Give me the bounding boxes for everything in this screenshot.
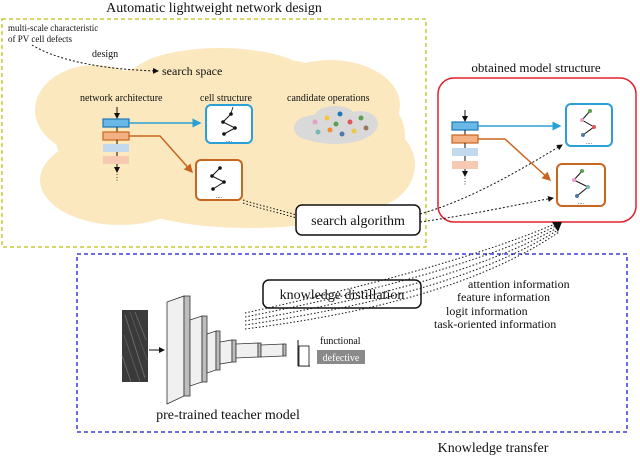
svg-text:....: .... [216, 194, 223, 200]
cell-to-search-dots [242, 199, 301, 217]
svg-text:....: .... [226, 138, 233, 144]
design-arrow [31, 44, 159, 74]
cell-structure-blue: .... [205, 104, 253, 144]
obtained-architecture-stack: ⋮ [451, 110, 479, 186]
info-item-logit: logit information [446, 304, 528, 318]
teacher-label: pre-trained teacher model [156, 408, 300, 423]
distillation-beams [244, 223, 560, 330]
right-panel-border [437, 77, 637, 223]
cell-structure-label: cell structure [200, 93, 252, 104]
svg-text:⋮: ⋮ [113, 173, 121, 182]
candidate-operations-cloud [294, 106, 378, 144]
svg-text:....: .... [586, 140, 593, 146]
bottom-panel-border [76, 253, 628, 433]
obtained-link-orange [478, 138, 552, 182]
obtained-cell-blue: .... [565, 103, 613, 147]
search-to-blue-cell [419, 144, 563, 215]
search-to-orange-cell [419, 195, 554, 223]
search-algorithm-box [295, 204, 421, 236]
search-algorithm-label: search algorithm [311, 214, 405, 229]
cell-to-search-dots-2 [242, 202, 301, 220]
functional-label: functional [320, 336, 361, 347]
top-panel-border [1, 18, 427, 248]
top-panel-title: Automatic lightweight network design [106, 1, 322, 16]
note-line-2: of PV cell defects [8, 34, 73, 44]
distillation-arrowhead [552, 222, 562, 232]
info-item-feature: feature information [457, 290, 550, 304]
info-item-attention: attention information [468, 277, 570, 291]
knowledge-transfer-label: Knowledge transfer [438, 441, 549, 456]
network-architecture-label: network architecture [80, 93, 163, 104]
teacher-model-layers [166, 295, 287, 405]
obtained-cell-orange: .... [556, 163, 606, 207]
defective-label: defective [323, 353, 360, 364]
cell-structure-orange: .... [195, 159, 243, 201]
search-space-label: search space [162, 64, 222, 78]
knowledge-distillation-label: knowledge distillation [280, 288, 405, 303]
output-classifier [297, 340, 310, 367]
pv-cell-input-image [121, 310, 148, 383]
design-label: design [92, 49, 118, 60]
candidate-operations-label: candidate operations [287, 93, 370, 104]
link-to-reduction-cell [129, 135, 193, 174]
svg-text:⋮: ⋮ [461, 177, 469, 186]
note-line-1: multi-scale characteristic [8, 23, 98, 33]
right-panel-title: obtained model structure [471, 60, 600, 75]
svg-text:....: .... [578, 200, 585, 206]
defective-badge [317, 350, 365, 364]
info-item-task: task-oriented information [434, 317, 556, 331]
